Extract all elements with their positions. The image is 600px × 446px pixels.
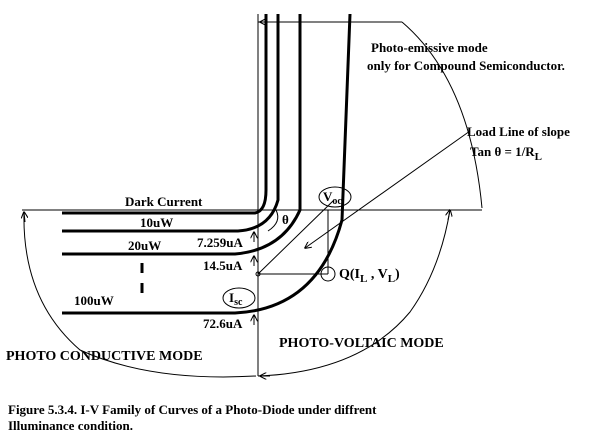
q-point-label: Q(IL , VL) xyxy=(339,267,400,285)
voc-label: Voc xyxy=(323,189,342,207)
curve-20uw xyxy=(62,14,302,256)
load-line-pointer xyxy=(305,130,471,248)
load-line-label-1: Load Line of slope xyxy=(467,124,570,139)
current-726ua-label: 72.6uA xyxy=(203,316,243,331)
isc-circle xyxy=(222,287,256,309)
q-point-marker xyxy=(320,266,336,282)
power-10uw-label: 10uW xyxy=(140,215,173,230)
photo-conductive-arc xyxy=(23,211,257,378)
power-100uw-label: 100uW xyxy=(74,293,114,308)
isc-label: Isc xyxy=(229,290,243,308)
voc-circle xyxy=(318,186,352,208)
q-axis-dot xyxy=(255,271,261,277)
load-line-label-2: Tan θ = 1/RL xyxy=(470,144,542,163)
figure-caption-line-1: Figure 5.3.4. I-V Family of Curves of a … xyxy=(8,402,377,417)
power-20uw-label: 20uW xyxy=(128,238,161,253)
photo-conductive-mode-label: PHOTO CONDUCTIVE MODE xyxy=(6,349,203,364)
photo-voltaic-arrow-top xyxy=(448,210,450,221)
photo-conductive-arrow-top xyxy=(24,212,25,223)
dark-current-curve xyxy=(62,14,268,215)
curve-100uw xyxy=(62,13,352,315)
load-line xyxy=(257,199,335,275)
theta-arc xyxy=(267,209,279,232)
photo-emissive-arc xyxy=(401,21,483,209)
theta-label: θ xyxy=(282,212,289,227)
photo-voltaic-arc xyxy=(257,209,451,377)
curve-10uw xyxy=(62,14,280,233)
photo-emissive-label-1: Photo-emissive mode xyxy=(371,40,488,55)
figure-caption: Figure 5.3.4. I-V Family of Curves of a … xyxy=(8,402,478,434)
dark-current-label: Dark Current xyxy=(125,194,203,209)
photo-emissive-label-2: only for Compound Semiconductor. xyxy=(367,58,565,73)
figure-caption-line-2: Illuminance condition. xyxy=(8,418,133,433)
photo-voltaic-mode-label: PHOTO-VOLTAIC MODE xyxy=(279,336,444,351)
current-145ua-label: 14.5uA xyxy=(203,258,243,273)
current-7259ua-label: 7.259uA xyxy=(197,235,243,250)
